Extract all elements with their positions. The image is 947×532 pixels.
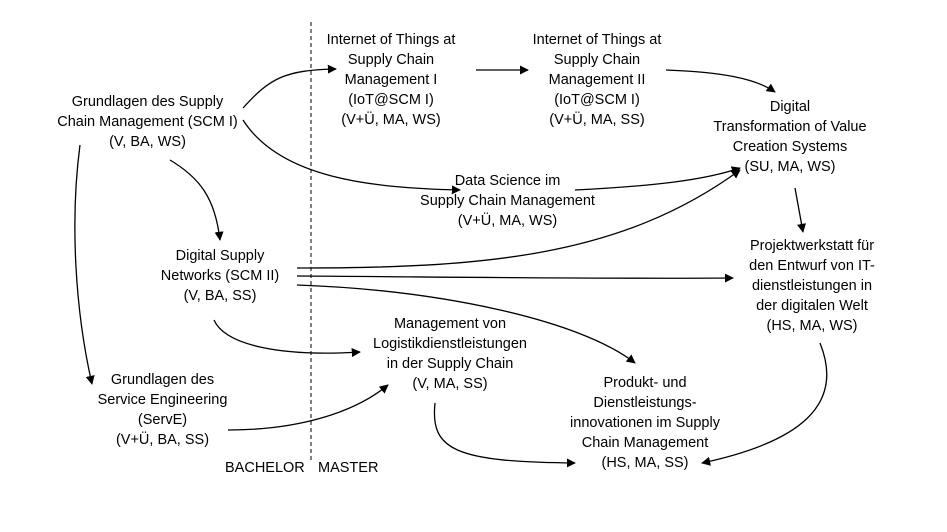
edge-mld-pdi	[433, 402, 576, 468]
edge-scm1-serve	[74, 144, 95, 385]
edge-scm2-dtvcs	[296, 169, 741, 269]
node-produkt-dienstleistungsinnovationen: Produkt- und Dienstleistungs- innovation…	[570, 375, 720, 471]
edge-iot2-dtvcs	[665, 69, 776, 93]
node-iot-scm-2: Internet of Things at Supply Chain Manag…	[532, 32, 662, 128]
edge-dtvcs-pw	[794, 187, 807, 233]
edge-scm1-scm2	[169, 159, 224, 241]
master-label: MASTER	[318, 460, 379, 476]
edge-scm1-iot1	[242, 64, 337, 109]
node-logistikdienstleistungen: Management von Logistikdienstleistungen …	[373, 316, 527, 392]
node-projektwerkstatt: Projektwerkstatt für den Entwurf von IT-…	[749, 238, 875, 334]
edge-scm2-mld	[213, 319, 361, 358]
node-digital-transformation: Digital Transformation of Value Creation…	[713, 99, 867, 175]
node-digital-supply-networks: Digital Supply Networks (SCM II) (V, BA,…	[160, 248, 280, 304]
edge-pw-pdi	[701, 342, 828, 466]
edge-scm1-ds	[242, 119, 461, 195]
edge-scm2-pdi	[296, 284, 636, 364]
bachelor-label: BACHELOR	[225, 460, 305, 476]
edge-serve-mld	[227, 384, 389, 431]
node-data-science: Data Science im Supply Chain Management …	[420, 173, 595, 229]
node-iot-scm-1: Internet of Things at Supply Chain Manag…	[326, 32, 456, 128]
node-service-engineering: Grundlagen des Service Engineering (Serv…	[97, 372, 228, 448]
node-grundlagen-scm: Grundlagen des Supply Chain Management (…	[57, 94, 238, 150]
edge-scm2-pw	[296, 273, 734, 283]
edge-ds-dtvcs	[574, 166, 741, 191]
